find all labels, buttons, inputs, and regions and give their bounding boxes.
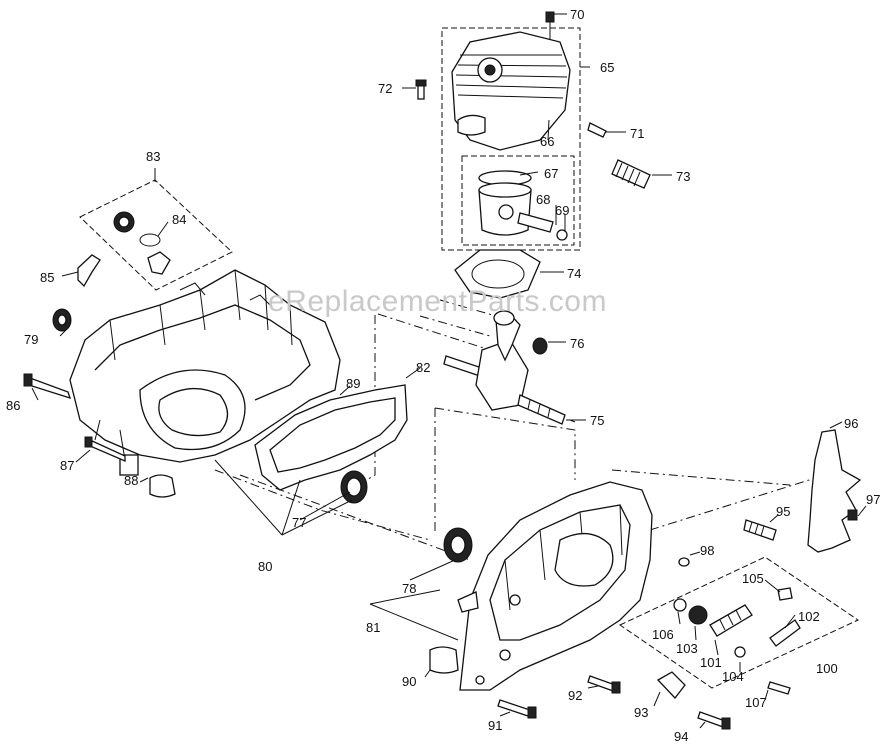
callout-101: 101 bbox=[700, 655, 722, 670]
callout-100: 100 bbox=[816, 661, 838, 676]
callout-85: 85 bbox=[40, 270, 54, 285]
callout-94: 94 bbox=[674, 729, 688, 744]
watermark: eReplacementParts.com bbox=[268, 285, 607, 318]
callout-92: 92 bbox=[568, 688, 582, 703]
callout-75: 75 bbox=[590, 413, 604, 428]
callout-79: 79 bbox=[24, 332, 38, 347]
callout-93: 93 bbox=[634, 705, 648, 720]
callout-76: 76 bbox=[570, 336, 584, 351]
callout-102: 102 bbox=[798, 609, 820, 624]
crankcase-gasket bbox=[254, 384, 408, 491]
cylinder-group-box bbox=[441, 27, 581, 251]
callout-84: 84 bbox=[172, 212, 186, 227]
callout-106: 106 bbox=[652, 627, 674, 642]
callout-81: 81 bbox=[366, 620, 380, 635]
callout-67: 67 bbox=[544, 166, 558, 181]
bumper-spike bbox=[807, 429, 862, 553]
callout-83: 83 bbox=[146, 149, 160, 164]
right-crankcase bbox=[457, 481, 653, 691]
callout-66: 66 bbox=[540, 134, 554, 149]
callout-107: 107 bbox=[745, 695, 767, 710]
left-small-parts bbox=[23, 211, 176, 498]
callout-90: 90 bbox=[402, 674, 416, 689]
callout-105: 105 bbox=[742, 571, 764, 586]
callout-73: 73 bbox=[676, 169, 690, 184]
callout-104: 104 bbox=[722, 669, 744, 684]
callout-97: 97 bbox=[866, 492, 880, 507]
leader-lines bbox=[31, 13, 867, 729]
clutch-group-box bbox=[618, 556, 860, 689]
callout-77: 77 bbox=[292, 515, 306, 530]
callout-87: 87 bbox=[60, 458, 74, 473]
filter-group-box bbox=[79, 179, 233, 291]
callout-95: 95 bbox=[776, 504, 790, 519]
callout-65: 65 bbox=[600, 60, 614, 75]
crankshaft bbox=[443, 310, 566, 425]
right-small-parts bbox=[429, 519, 801, 730]
callout-91: 91 bbox=[488, 718, 502, 733]
piston-group-box bbox=[461, 155, 575, 246]
callout-78: 78 bbox=[402, 581, 416, 596]
group-boxes bbox=[79, 27, 860, 689]
callout-71: 71 bbox=[630, 126, 644, 141]
cylinder bbox=[415, 11, 651, 189]
callout-69: 69 bbox=[555, 203, 569, 218]
callout-labels: 70 65 72 71 66 67 73 68 69 83 84 85 74 7… bbox=[6, 7, 880, 744]
seals bbox=[52, 308, 473, 563]
callout-82: 82 bbox=[416, 360, 430, 375]
callout-103: 103 bbox=[676, 641, 698, 656]
callout-96: 96 bbox=[844, 416, 858, 431]
left-crankcase bbox=[69, 269, 341, 476]
piston bbox=[478, 170, 568, 241]
base-gasket bbox=[454, 249, 541, 299]
callout-89: 89 bbox=[346, 376, 360, 391]
callout-70: 70 bbox=[570, 7, 584, 22]
callout-80: 80 bbox=[258, 559, 272, 574]
callout-68: 68 bbox=[536, 192, 550, 207]
callout-88: 88 bbox=[124, 473, 138, 488]
callout-72: 72 bbox=[378, 81, 392, 96]
callout-86: 86 bbox=[6, 398, 20, 413]
callout-74: 74 bbox=[567, 266, 581, 281]
callout-98: 98 bbox=[700, 543, 714, 558]
